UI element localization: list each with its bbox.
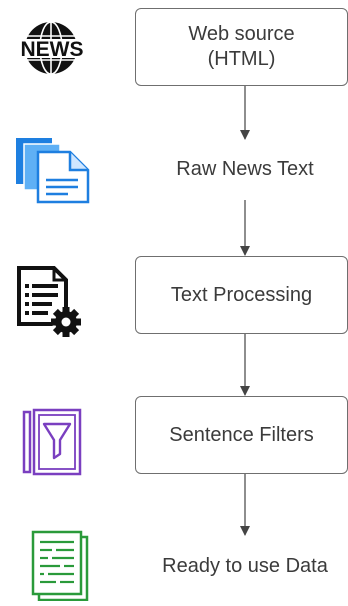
step-label-raw-news-text: Raw News Text	[176, 157, 314, 180]
documents-icon	[14, 136, 92, 204]
step-label-text-processing: Text Processing	[170, 283, 313, 306]
step-box-sentence-filters: Sentence Filters	[135, 396, 348, 474]
news-icon-text: NEWS	[21, 38, 84, 61]
step-box-text-processing: Text Processing	[135, 256, 348, 334]
document-filter-icon	[22, 408, 84, 476]
step-label-sentence-filters: Sentence Filters	[169, 423, 314, 446]
step-box-web-source: Web source (HTML)	[135, 8, 348, 86]
document-gear-icon	[16, 266, 88, 340]
step-label-ready-to-use-data: Ready to use Data	[162, 554, 328, 577]
news-globe-icon: NEWS	[12, 20, 92, 76]
data-document-icon	[30, 530, 90, 602]
step-label-web-source: Web source (HTML)	[188, 23, 295, 70]
